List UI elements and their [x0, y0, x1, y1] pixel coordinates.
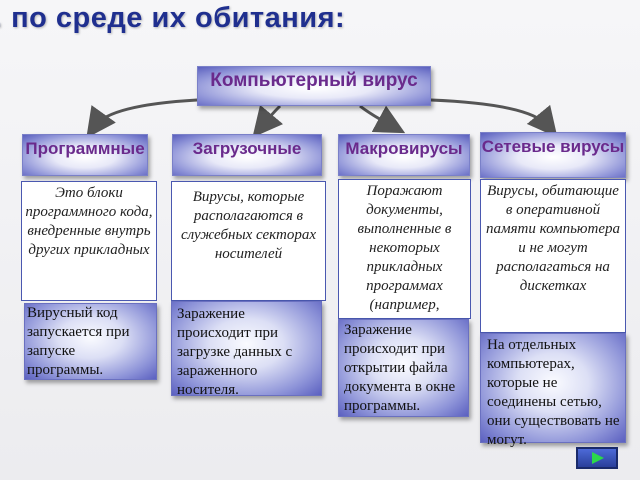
arrow-to-zagruzochnye [252, 104, 284, 138]
root-box: Компьютерный вирус [197, 66, 431, 106]
description-setevye: Вирусы, обитающие в оперативной памяти к… [480, 179, 626, 333]
note-setevye: На отдельных компьютерах, которые не сое… [487, 337, 620, 448]
next-slide-button[interactable] [576, 447, 618, 469]
note-box-makrovirusy [338, 319, 469, 417]
arrow-to-programmnye [86, 98, 198, 139]
note-box-setevye [480, 333, 626, 443]
note-box-zagruzochnye [171, 301, 322, 396]
description-makrovirusy: Поражают документы, выполненные в некото… [338, 179, 471, 319]
note-zagruzochnye: Заражение происходит при загрузке данных… [177, 306, 293, 398]
category-header-zagruzochnye: Загрузочные [172, 134, 322, 176]
category-header-makrovirusy: Макровирусы [338, 134, 470, 176]
arrow-to-setevye [430, 98, 558, 138]
category-header-setevye: Сетевые вирусы [480, 132, 626, 178]
note-programmnye: Вирусный код запускается при запуске про… [27, 305, 130, 378]
description-programmnye: Это блоки программного кода, внедренные … [21, 181, 157, 301]
note-makrovirusy: Заражение происходит при открытии файла … [344, 322, 456, 414]
category-header-programmnye: Программные [22, 134, 148, 176]
play-icon [592, 452, 604, 464]
arrow-to-makrovirusy [359, 104, 406, 134]
description-zagruzochnye: Вирусы, которые располагаются в служебны… [171, 181, 326, 301]
slide-title: . по среде их обитания: [0, 2, 346, 34]
note-box-programmnye [24, 303, 157, 380]
